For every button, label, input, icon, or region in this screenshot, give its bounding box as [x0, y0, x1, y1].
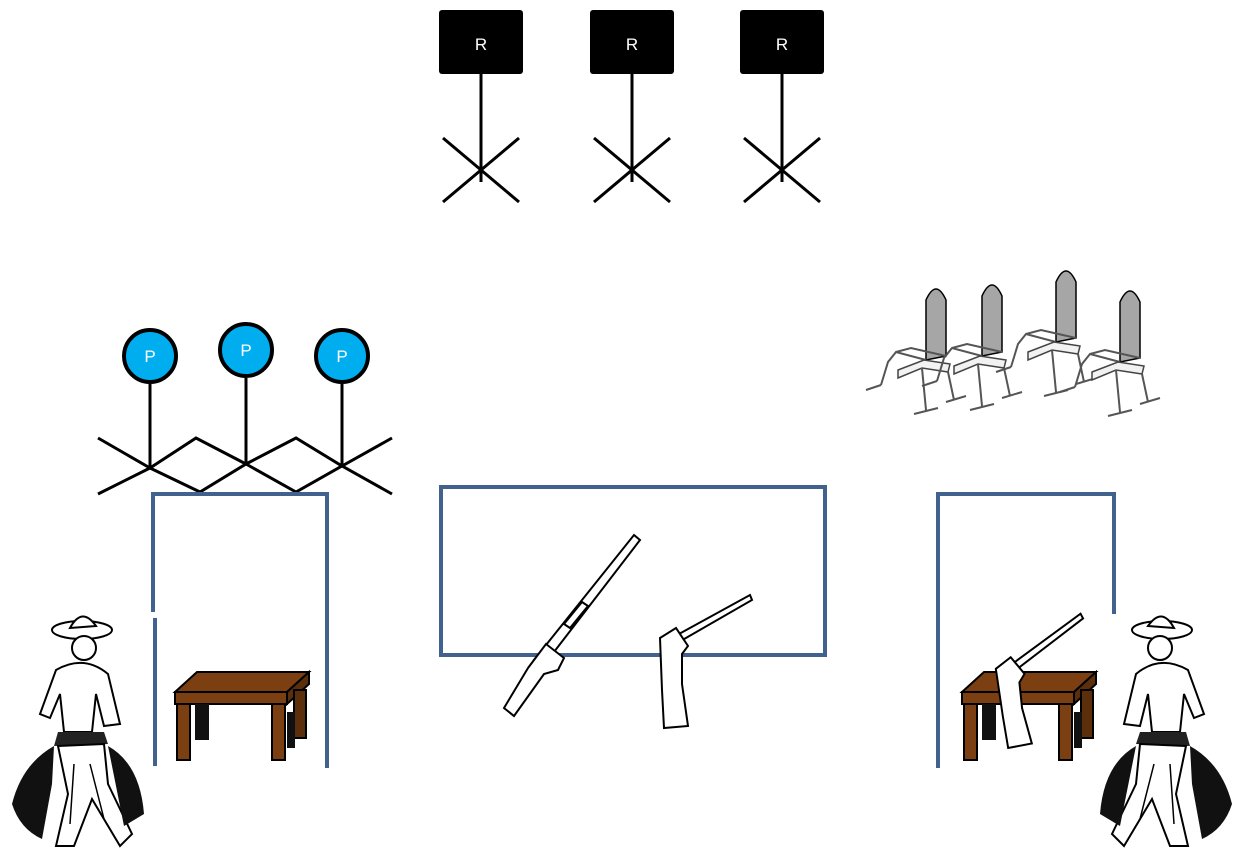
pistol-target-2: P [218, 322, 274, 378]
pistol-target-label: P [240, 341, 251, 360]
table-left-icon [174, 671, 310, 761]
shotgun-staged-right-icon [994, 612, 1085, 750]
knockdown-target-icon [995, 270, 1097, 397]
rifle-target-label: R [475, 35, 487, 54]
rifle-target-3: R [740, 10, 824, 204]
pistol-target-3: P [314, 328, 370, 384]
shooting-position-left [151, 492, 329, 768]
pistol-target-stand [97, 378, 393, 496]
rifle-target-1: R [439, 10, 523, 204]
pistol-target-label: P [336, 347, 347, 366]
table-right-icon [961, 671, 1097, 761]
rifle-target-label: R [626, 35, 638, 54]
knockdown-target-icon [865, 288, 967, 415]
rifle-target-label: R [776, 35, 788, 54]
cowboy-shooter-right-icon [1099, 615, 1233, 847]
shooting-position-center [439, 485, 827, 657]
rifle-target-2: R [590, 10, 674, 204]
pistol-target-1: P [122, 328, 178, 384]
cowboy-shooter-left-icon [11, 615, 145, 847]
rifle-icon [503, 534, 641, 717]
shooting-position-right [936, 492, 1116, 768]
pistol-target-label: P [144, 347, 155, 366]
shotgun-icon [659, 594, 753, 729]
